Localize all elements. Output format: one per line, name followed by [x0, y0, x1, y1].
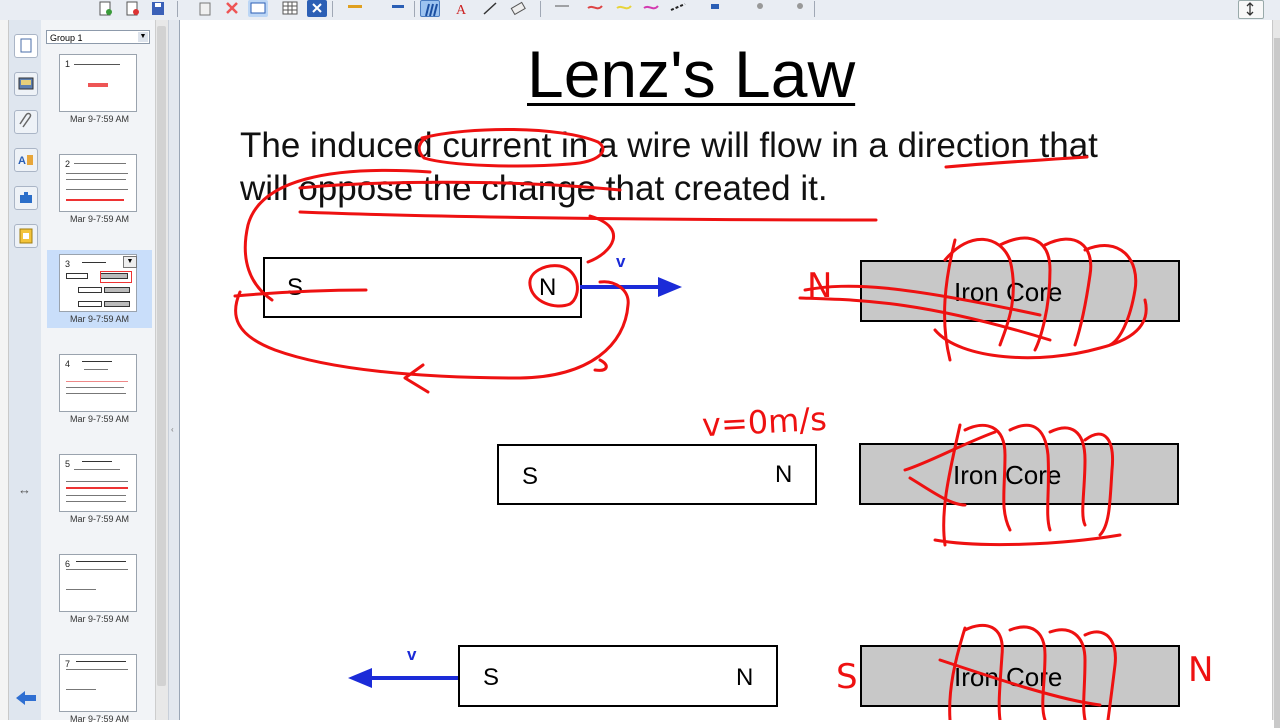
thumbnail-time: Mar 9-7:59 AM	[69, 314, 130, 324]
bar-magnet-2[interactable]: S N	[497, 444, 817, 505]
north-pole-label: N	[775, 461, 793, 488]
capture-icon[interactable]	[345, 0, 365, 17]
page-thumbnail-5[interactable]: 5 Mar 9-7:59 AM	[47, 450, 152, 528]
iron-core-label: Iron Core	[954, 662, 1063, 692]
thumbnail-time: Mar 9-7:59 AM	[69, 514, 130, 524]
iron-core-label: Iron Core	[954, 277, 1063, 307]
velocity-label-3: v	[407, 645, 417, 664]
bar-magnet-1[interactable]: S N	[263, 257, 582, 318]
panel-splitter[interactable]: ‹	[168, 20, 179, 720]
velocity-arrow-right-icon	[580, 276, 684, 303]
fill-icon[interactable]	[705, 0, 725, 17]
south-pole-label: S	[483, 664, 500, 691]
gallery-tab-icon[interactable]	[14, 72, 38, 96]
thumbnail-number: 5	[65, 459, 71, 469]
background-window-edge	[0, 20, 9, 720]
iron-core-2[interactable]: Iron Core	[859, 443, 1179, 505]
ink-velocity-zero: v=0m/s	[701, 399, 828, 445]
page-thumbnail-3[interactable]: 3 ▼ Mar 9-7:59 AM	[47, 250, 152, 328]
line-tool-icon[interactable]	[480, 0, 500, 17]
page-thumbnail-4[interactable]: 4 Mar 9-7:59 AM	[47, 350, 152, 428]
table-icon[interactable]	[280, 0, 300, 17]
document-camera-icon[interactable]	[388, 0, 408, 17]
ink-pole-s-core-3: S	[836, 657, 858, 697]
save-icon[interactable]	[148, 0, 168, 17]
page-thumbnail-7[interactable]: 7 Mar 9-7:59 AM	[47, 650, 152, 728]
sorter-scrollbar[interactable]	[155, 20, 168, 720]
main-toolbar: A	[0, 0, 1280, 21]
chevron-down-icon[interactable]: ▼	[138, 32, 148, 42]
thumbnail-time: Mar 9-7:59 AM	[69, 214, 130, 224]
thumbnail-time: Mar 9-7:59 AM	[69, 114, 130, 124]
north-pole-label: N	[539, 274, 557, 301]
thumbnail-time: Mar 9-7:59 AM	[69, 614, 130, 624]
svg-text:A: A	[18, 155, 26, 167]
iron-core-3[interactable]: Iron Core	[860, 645, 1180, 707]
page-thumbnail-6[interactable]: 6 Mar 9-7:59 AM	[47, 550, 152, 628]
velocity-arrow-left-icon	[348, 667, 460, 694]
bar-magnet-3[interactable]: S N	[458, 645, 778, 707]
properties-icon[interactable]	[750, 0, 770, 17]
ink-pole-n-core-3: N	[1188, 650, 1214, 690]
screen-shade-icon[interactable]	[248, 0, 268, 17]
group-select[interactable]: Group 1 ▼	[46, 30, 150, 44]
thumbnail-number: 2	[65, 159, 71, 169]
pen-dashed-icon[interactable]	[668, 0, 688, 17]
south-pole-label: S	[522, 463, 539, 490]
side-tab-bar: A ↔	[9, 20, 42, 720]
statement-line-1[interactable]: The induced current in a wire will flow …	[240, 126, 1098, 165]
page-thumbnail-2[interactable]: 2 Mar 9-7:59 AM	[47, 150, 152, 228]
delete-page-icon[interactable]	[122, 0, 142, 17]
auto-hide-arrow-icon[interactable]	[13, 688, 39, 713]
thumbnail-number: 6	[65, 559, 71, 569]
eraser-icon[interactable]	[508, 0, 528, 17]
thumbnail-number: 3	[65, 259, 71, 269]
pen-tool-icon[interactable]	[420, 0, 440, 17]
iron-core-1[interactable]: Iron Core	[860, 260, 1180, 322]
velocity-label-1: v	[616, 252, 626, 271]
toolbar-move-icon[interactable]	[1238, 0, 1264, 19]
thumbnail-number: 7	[65, 659, 71, 669]
new-page-icon[interactable]	[95, 0, 115, 17]
thumbnail-number: 1	[65, 59, 71, 69]
paste-icon[interactable]	[195, 0, 215, 17]
pen-red-icon[interactable]	[585, 0, 605, 17]
text-tool-icon[interactable]: A	[452, 0, 472, 18]
statement-line-2[interactable]: will oppose the change that created it.	[240, 169, 828, 208]
more-tools-icon[interactable]	[790, 0, 810, 17]
lesson-activity-tab-icon[interactable]	[14, 224, 38, 248]
attachments-tab-icon[interactable]	[14, 110, 38, 134]
thumbnail-number: 4	[65, 359, 71, 369]
thumbnail-time: Mar 9-7:59 AM	[69, 414, 130, 424]
group-select-value: Group 1	[50, 33, 83, 43]
addons-tab-icon[interactable]	[14, 186, 38, 210]
page-scrollbar[interactable]	[1272, 20, 1280, 728]
pen-magenta-icon[interactable]	[641, 0, 661, 17]
page-thumbnail-1[interactable]: 1 Mar 9-7:59 AM	[47, 50, 152, 128]
north-pole-label: N	[736, 664, 754, 691]
resize-arrows-icon[interactable]: ↔	[18, 482, 31, 497]
slide-title[interactable]: Lenz's Law	[527, 37, 856, 111]
pen-yellow-icon[interactable]	[614, 0, 634, 17]
line-style-icon[interactable]	[552, 0, 572, 17]
svg-text:A: A	[456, 3, 467, 17]
thumbnail-menu-icon[interactable]: ▼	[123, 256, 137, 268]
properties-tab-icon[interactable]: A	[14, 148, 38, 172]
south-pole-label: S	[287, 274, 304, 301]
ink-pole-n-core-1: N	[807, 266, 833, 306]
iron-core-label: Iron Core	[953, 460, 1062, 490]
thumbnail-time: Mar 9-7:59 AM	[69, 714, 130, 724]
close-icon[interactable]	[307, 0, 327, 17]
page-sorter-tab-icon[interactable]	[14, 34, 38, 58]
delete-icon[interactable]	[222, 0, 242, 17]
